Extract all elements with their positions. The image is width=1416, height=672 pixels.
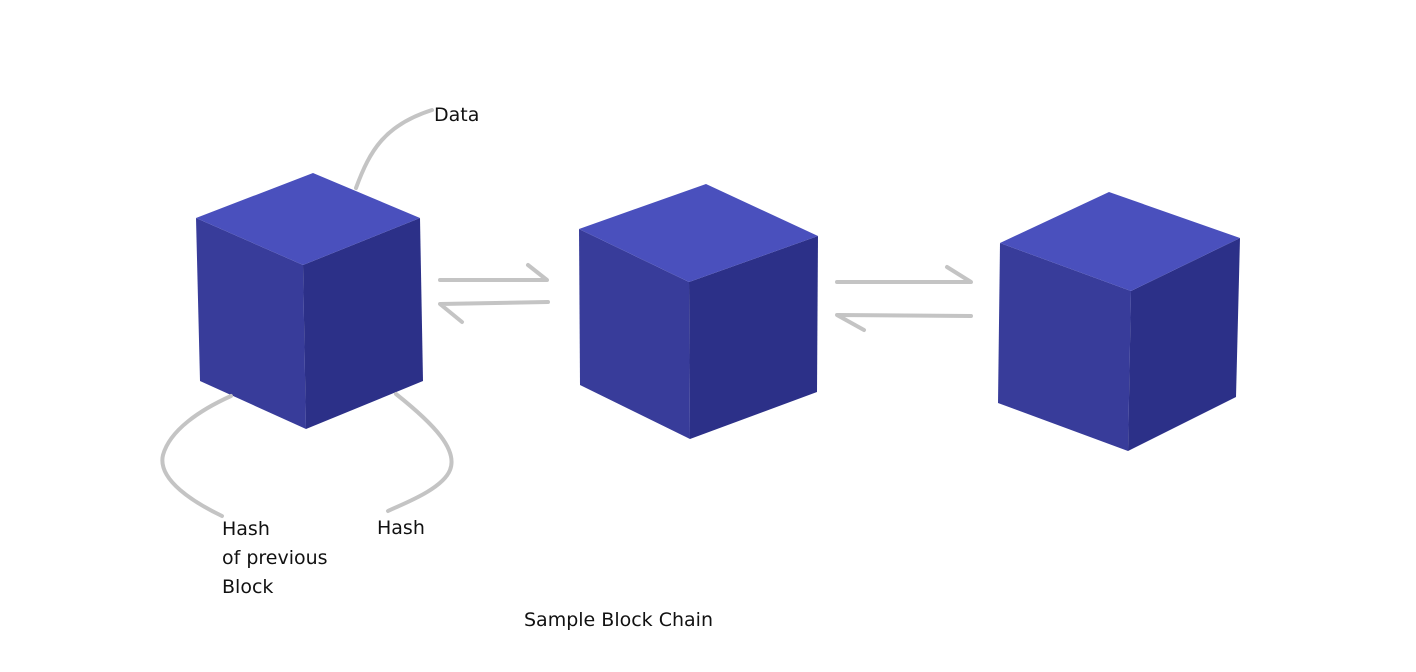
prev-hash-label: Hash of previous Block (222, 515, 328, 602)
block-2-left-face (579, 229, 690, 439)
block-1-right-face (303, 218, 423, 429)
block-1-left-face (196, 218, 306, 429)
link-arrows-2-3 (835, 265, 973, 332)
link-arrows-1-2 (438, 263, 550, 324)
block-2 (579, 184, 818, 439)
block-2-top-face (579, 184, 818, 282)
prev-hash-callout-line (160, 394, 233, 518)
block-3-top-face (1000, 192, 1240, 291)
forward-arrow (835, 265, 973, 284)
prev-hash-label-line-2: of previous (222, 547, 328, 569)
block-3-left-face (998, 243, 1131, 451)
forward-arrow (438, 263, 549, 282)
diagram-caption: Sample Block Chain (524, 609, 713, 631)
prev-hash-label-line-3: Block (222, 576, 274, 598)
data-label: Data (434, 104, 480, 126)
back-arrow (438, 300, 550, 324)
block-3 (998, 192, 1240, 451)
block-3-right-face (1128, 238, 1240, 451)
prev-hash-label-line-1: Hash (222, 518, 270, 540)
block-1 (196, 173, 423, 429)
data-callout-line (354, 108, 434, 190)
hash-label: Hash (377, 517, 425, 539)
back-arrow (835, 313, 973, 332)
block-1-top-face (196, 173, 420, 265)
hash-callout-line (386, 392, 454, 513)
block-2-right-face (689, 236, 818, 439)
